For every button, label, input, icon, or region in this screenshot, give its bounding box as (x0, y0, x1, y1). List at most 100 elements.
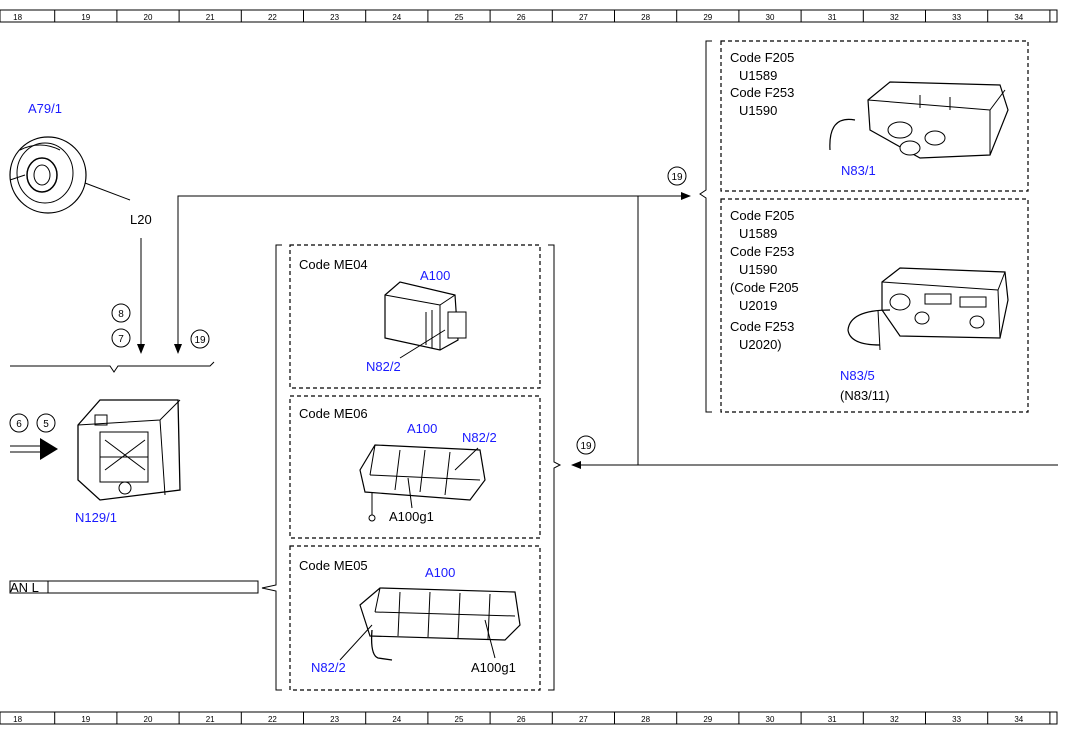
n83-5-code-3: Code F253 (730, 244, 794, 259)
me05-n82-label: N82/2 (311, 660, 346, 675)
top-ruler: 18 19 20 21 22 23 24 25 26 27 28 29 30 31 32 33 34 (0, 9, 1058, 23)
n83-5-code-1: Code F205 (730, 208, 794, 223)
n83-1-code-4: U1590 (739, 103, 777, 118)
n83-1-code-1: Code F205 (730, 50, 794, 65)
ruler-label: 20 (144, 13, 153, 22)
svg-text:19: 19 (194, 335, 206, 346)
ruler-label: 25 (455, 715, 464, 724)
ruler-label: 23 (330, 13, 339, 22)
ruler-label: 24 (392, 13, 401, 22)
ruler-label: 25 (455, 13, 464, 22)
ruler-label: 18 (13, 715, 22, 724)
ruler-label: 30 (766, 715, 775, 724)
n83-1-code-3: Code F253 (730, 85, 794, 100)
svg-text:7: 7 (118, 334, 124, 345)
n83-5-box (720, 198, 1029, 413)
ref-circle-8: 8 (111, 303, 131, 323)
me05-a100g1-label: A100g1 (471, 660, 516, 675)
ruler-label: 33 (952, 715, 961, 724)
middle-left-brace (261, 244, 282, 691)
ruler-label: 19 (81, 13, 90, 22)
ruler-label: 31 (828, 715, 837, 724)
middle-right-brace (548, 244, 562, 691)
me06-a100-component (359, 444, 486, 522)
n83-5-code-6: U2019 (739, 298, 777, 313)
ruler-label: 22 (268, 13, 277, 22)
n83-11-label: (N83/11) (840, 388, 890, 403)
ruler-label: 29 (703, 715, 712, 724)
n83-5-code-7: Code F253 (730, 319, 794, 334)
ruler-label: 19 (81, 715, 90, 724)
me05-code: Code ME05 (299, 558, 368, 573)
me06-a100g1-label: A100g1 (389, 509, 434, 524)
ruler-label: 28 (641, 13, 650, 22)
ruler-label: 21 (206, 13, 215, 22)
n83-5-code-2: U1589 (739, 226, 777, 241)
svg-text:8: 8 (118, 309, 124, 320)
me06-a100g1-leader (407, 477, 413, 509)
ruler-label: 18 (13, 13, 22, 22)
a79-component (9, 136, 131, 214)
ruler-label: 24 (392, 715, 401, 724)
n83-1-component (829, 81, 1009, 159)
ruler-label: 32 (890, 715, 899, 724)
me04-n82-label: N82/2 (366, 359, 401, 374)
n83-5-label: N83/5 (840, 368, 875, 383)
me05-a100g1-leader (484, 619, 496, 659)
right-brace (699, 40, 712, 413)
ruler-label: 22 (268, 715, 277, 724)
ruler-label: 21 (206, 715, 215, 724)
left-bracket (10, 361, 215, 373)
svg-text:19: 19 (671, 172, 683, 183)
ruler-label: 33 (952, 13, 961, 22)
n129-label: N129/1 (75, 510, 117, 525)
ref-circle-5: 5 (36, 413, 56, 433)
me05-n82-leader (339, 624, 373, 661)
can-label: AN L (10, 580, 39, 595)
me04-n82-leader (399, 329, 446, 359)
me04-a100-component (384, 281, 467, 351)
me04-box (289, 244, 541, 389)
ruler-label: 34 (1014, 715, 1023, 724)
ruler-label: 27 (579, 715, 588, 724)
n83-5-component (847, 267, 1009, 351)
me06-n82-leader (454, 447, 479, 471)
svg-text:6: 6 (16, 419, 22, 430)
me06-a100-label: A100 (407, 421, 437, 436)
ruler-label: 26 (517, 715, 526, 724)
me04-code: Code ME04 (299, 257, 368, 272)
ruler-label: 32 (890, 13, 899, 22)
ref-circle-19-middle: 19 (576, 435, 596, 455)
me05-a100-component (359, 587, 521, 661)
ruler-label: 34 (1014, 13, 1023, 22)
a79-label: A79/1 (28, 101, 62, 116)
ref-circle-6: 6 (9, 413, 29, 433)
me04-a100-label: A100 (420, 268, 450, 283)
me06-n82-label: N82/2 (462, 430, 497, 445)
svg-text:5: 5 (43, 419, 49, 430)
n129-component (77, 399, 181, 501)
svg-text:19: 19 (580, 441, 592, 452)
me05-a100-label: A100 (425, 565, 455, 580)
me05-box (289, 545, 541, 691)
n83-1-box (720, 40, 1029, 192)
n83-1-label: N83/1 (841, 163, 876, 178)
n83-5-code-8: U2020) (739, 337, 782, 352)
ref-circle-19-left: 19 (190, 329, 210, 349)
n83-1-code-2: U1589 (739, 68, 777, 83)
ruler-label: 30 (766, 13, 775, 22)
ruler-label: 31 (828, 13, 837, 22)
ref-circle-19-right: 19 (667, 166, 687, 186)
l20-label: L20 (130, 212, 152, 227)
n83-5-code-5: (Code F205 (730, 280, 799, 295)
ruler-label: 26 (517, 13, 526, 22)
ruler-label: 20 (144, 715, 153, 724)
ruler-label: 29 (703, 13, 712, 22)
me06-code: Code ME06 (299, 406, 368, 421)
ruler-label: 27 (579, 13, 588, 22)
ref-circle-7: 7 (111, 328, 131, 348)
input-double-arrow (10, 438, 58, 460)
ruler-label: 23 (330, 715, 339, 724)
